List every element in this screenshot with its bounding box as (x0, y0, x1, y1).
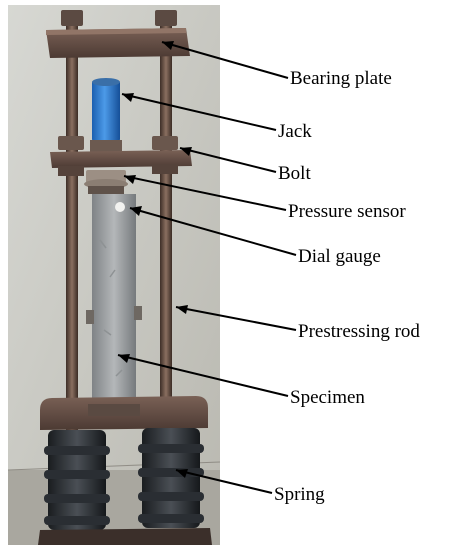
label-bearing-plate: Bearing plate (290, 68, 392, 89)
label-prestressing-rod: Prestressing rod (298, 321, 420, 342)
label-specimen: Specimen (290, 387, 365, 408)
arrowheads (118, 41, 192, 478)
leader-pressure-sensor (123, 175, 287, 211)
leader-spring (175, 469, 273, 494)
leader-prestressing-rod (175, 306, 297, 331)
label-bolt: Bolt (278, 163, 311, 184)
label-dial-gauge: Dial gauge (298, 246, 381, 267)
leader-jack (121, 93, 277, 131)
leader-dial-gauge (129, 207, 297, 256)
leader-specimen (117, 354, 289, 397)
leader-lines (117, 41, 297, 494)
label-jack: Jack (278, 121, 312, 142)
leader-bearing-plate (161, 41, 289, 79)
leader-bolt (179, 147, 277, 173)
label-pressure-sensor: Pressure sensor (288, 201, 406, 222)
label-spring: Spring (274, 484, 325, 505)
